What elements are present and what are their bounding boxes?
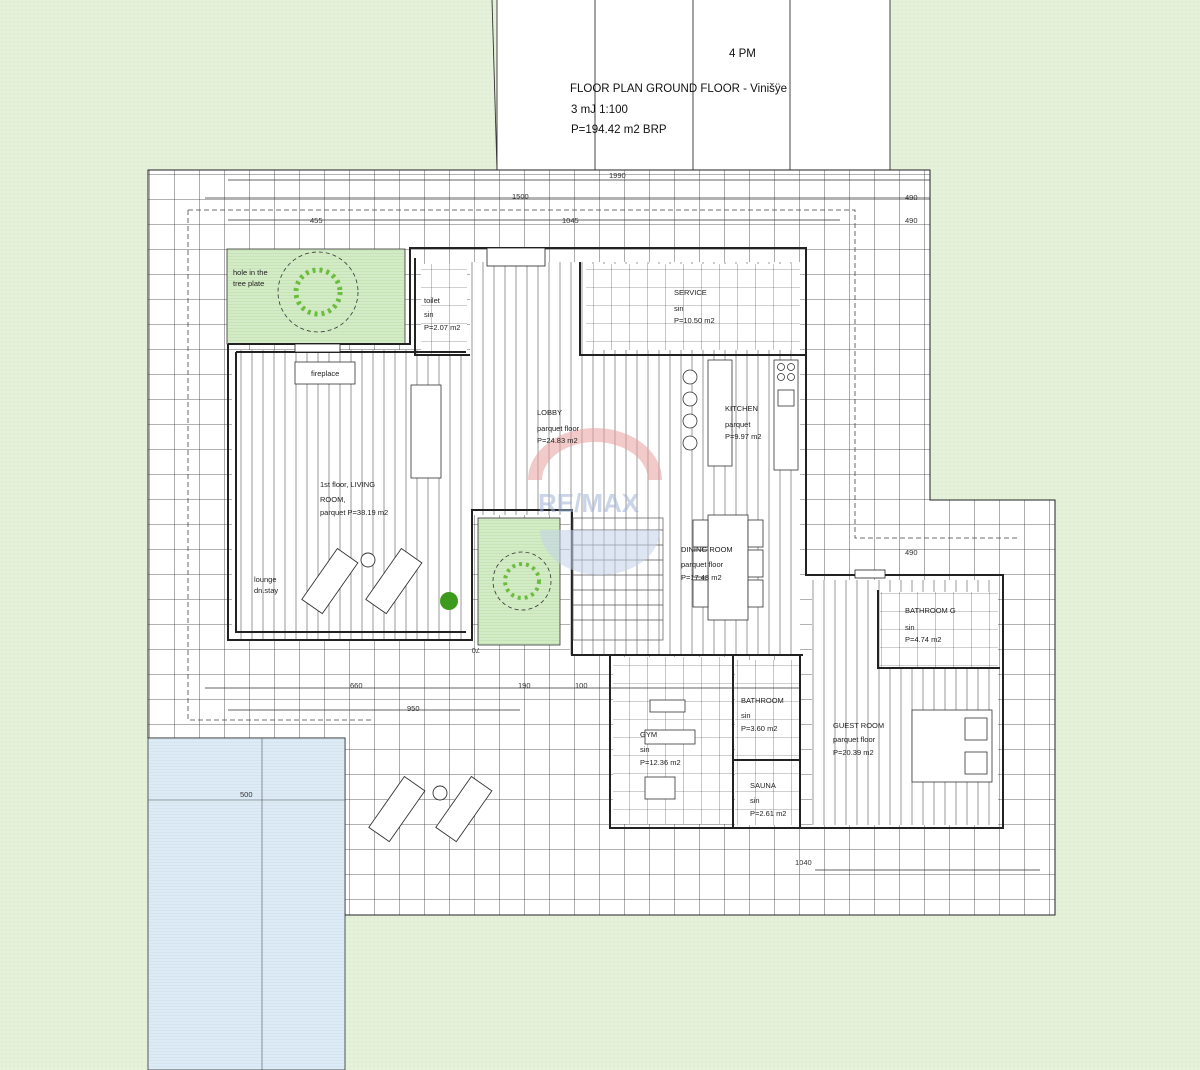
label-guest: GUEST ROOM bbox=[833, 721, 884, 730]
label-bathroom-floor: sin bbox=[741, 711, 751, 720]
tree-plate: hole in the tree plate bbox=[226, 248, 406, 345]
plan-header: 4 PM FLOOR PLAN GROUND FLOOR - Vinišÿe 3… bbox=[570, 48, 787, 136]
label-service-area: P=10.50 m2 bbox=[674, 316, 715, 325]
label-gym: GYM bbox=[640, 730, 657, 739]
label-guest-area: P=20.39 m2 bbox=[833, 748, 874, 757]
tree-icon bbox=[293, 267, 343, 317]
label-sauna-area: P=2.61 m2 bbox=[750, 809, 786, 818]
dim-pool-width: 500 bbox=[240, 790, 253, 799]
label-bathroom-g-area: P=4.74 m2 bbox=[905, 635, 941, 644]
label-kitchen-area: P=9.97 m2 bbox=[725, 432, 761, 441]
dim-70: 70 bbox=[472, 646, 480, 655]
label-guest-floor: parquet floor bbox=[833, 735, 876, 744]
header-time: 4 PM bbox=[729, 48, 756, 60]
label-toilet-floor: sin bbox=[424, 310, 434, 319]
label-lounge-2: dn.stay bbox=[254, 586, 278, 595]
watermark-logo: RE/MAX bbox=[528, 428, 662, 575]
watermark-text: RE/MAX bbox=[538, 488, 640, 518]
roof-outline bbox=[187, 209, 1020, 721]
dim-right-490-b: 490 bbox=[905, 216, 918, 225]
label-kitchen-floor: parquet bbox=[725, 420, 751, 429]
label-fireplace: fireplace bbox=[311, 369, 339, 378]
label-lounge-1: lounge bbox=[254, 575, 277, 584]
label-toilet: toilet bbox=[424, 296, 441, 305]
fireplace bbox=[294, 361, 356, 385]
pool: 500 bbox=[147, 737, 346, 1070]
dim-660: 660 bbox=[350, 681, 363, 690]
label-living-3: parquet P=38.19 m2 bbox=[320, 508, 388, 517]
sofa bbox=[410, 384, 442, 479]
dimension-lines: 1990 1500 455 1045 490 490 490 660 190 1… bbox=[205, 171, 1040, 871]
label-gym-area: P=12.36 m2 bbox=[640, 758, 681, 767]
dim-top-1045: 1045 bbox=[562, 216, 579, 225]
label-kitchen: KITCHEN bbox=[725, 404, 758, 413]
gym-equipment bbox=[644, 699, 696, 800]
label-service: SERVICE bbox=[674, 288, 707, 297]
label-lobby: LOBBY bbox=[537, 408, 562, 417]
header-scale: 3 mJ 1:100 bbox=[571, 104, 628, 116]
label-service-floor: sin bbox=[674, 304, 684, 313]
dim-950: 950 bbox=[407, 704, 420, 713]
walls bbox=[227, 247, 1004, 829]
header-title: FLOOR PLAN GROUND FLOOR - Vinišÿe bbox=[570, 83, 787, 95]
label-sauna-floor: sin bbox=[750, 796, 760, 805]
label-living-1: 1st floor, LIVING bbox=[320, 480, 375, 489]
tree-icon bbox=[503, 562, 541, 600]
dim-right-490-a: 490 bbox=[905, 193, 918, 202]
label-gym-floor: sin bbox=[640, 745, 650, 754]
house: fireplace bbox=[227, 247, 1004, 843]
dim-top-1500: 1500 bbox=[512, 192, 529, 201]
bed bbox=[911, 709, 993, 783]
label-tree-plate-2: tree plate bbox=[233, 279, 264, 288]
label-bathroom-g: BATHROOM G bbox=[905, 606, 956, 615]
label-dining-floor: parquet floor bbox=[681, 560, 724, 569]
label-bathroom-area: P=3.60 m2 bbox=[741, 724, 777, 733]
header-area: P=194.42 m2 BRP bbox=[571, 124, 667, 136]
label-bathroom: BATHROOM bbox=[741, 696, 784, 705]
plant-icon bbox=[440, 592, 458, 610]
label-lobby-area: P=24.83 m2 bbox=[537, 436, 578, 445]
label-living-2: ROOM, bbox=[320, 495, 345, 504]
dim-top-total: 1990 bbox=[609, 171, 626, 180]
dim-top-455: 455 bbox=[310, 216, 323, 225]
dim-mid-490: 490 bbox=[905, 548, 918, 557]
dim-1040: 1040 bbox=[795, 858, 812, 867]
sun-loungers bbox=[301, 547, 493, 843]
dim-100: 100 bbox=[575, 681, 588, 690]
dim-190: 190 bbox=[518, 681, 531, 690]
label-toilet-area: P=2.07 m2 bbox=[424, 323, 460, 332]
label-dining-area: P=17.48 m2 bbox=[681, 573, 722, 582]
label-tree-plate-1: hole in the bbox=[233, 268, 268, 277]
dining-table bbox=[692, 514, 764, 621]
kitchen-counter bbox=[682, 359, 799, 471]
road-strip bbox=[491, 0, 891, 171]
label-lobby-floor: parquet floor bbox=[537, 424, 580, 433]
label-sauna: SAUNA bbox=[750, 781, 776, 790]
label-bathroom-g-floor: sin bbox=[905, 623, 915, 632]
label-dining: DINING ROOM bbox=[681, 545, 733, 554]
room-labels: toilet sin P=2.07 m2 1st floor, LIVING R… bbox=[254, 288, 956, 818]
